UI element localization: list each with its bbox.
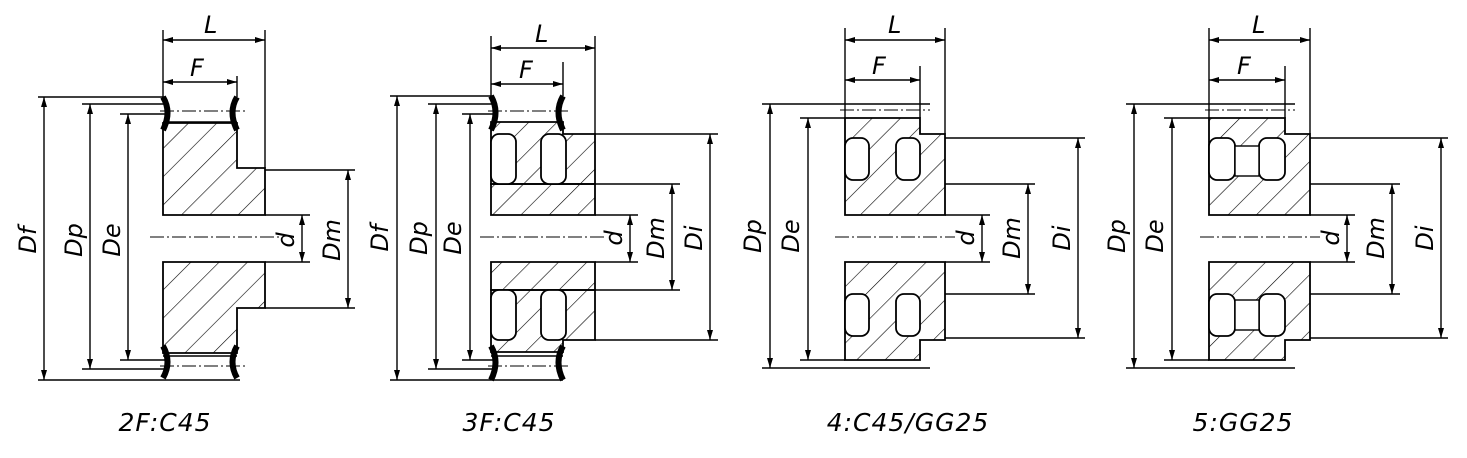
pulley-4: L F Dp De d Dm Di (739, 11, 1085, 369)
dim-De-2: De (439, 221, 467, 254)
dim-De-4: De (1141, 219, 1169, 252)
flange-bottom-right (229, 344, 240, 380)
dim-d-2: d (600, 230, 628, 246)
dim-De-3: De (777, 219, 805, 252)
dim-F: F (190, 54, 205, 82)
dim-Dp: Dp (60, 223, 88, 257)
caption-5: 5:GG25 (1193, 408, 1294, 437)
pulley-3f: L F Df Dp De d Dm Di (366, 20, 718, 382)
dim-F-2: F (519, 56, 534, 84)
dim-d-3: d (952, 230, 980, 246)
caption-2f: 2F:C45 (118, 408, 211, 437)
dim-d: d (272, 232, 300, 248)
flange-top-left (160, 95, 171, 132)
dim-Di-4: Di (1411, 225, 1439, 250)
dim-Dp-4: Dp (1103, 219, 1131, 253)
dim-Dm-3: Dm (998, 217, 1026, 259)
dim-d-4: d (1317, 230, 1345, 246)
caption-3f: 3F:C45 (462, 408, 555, 437)
dim-L: L (204, 11, 217, 39)
dim-Df-2: Df (366, 221, 394, 251)
dim-Dp-2: Dp (405, 221, 433, 255)
caption-4: 4:C45/GG25 (827, 408, 990, 437)
pulley-5: L F Dp De d Dm Di (1103, 11, 1448, 369)
dim-F-3: F (872, 52, 887, 80)
dim-Di-2: Di (680, 225, 708, 250)
dim-Dm-4: Dm (1362, 217, 1390, 259)
dim-Di-3: Di (1048, 225, 1076, 250)
dim-L-3: L (888, 11, 901, 39)
dim-L-4: L (1252, 11, 1265, 39)
flange-bottom-left (160, 344, 171, 380)
dim-Dm: Dm (318, 219, 346, 261)
flange-top-right (229, 95, 240, 132)
dim-F-4: F (1237, 52, 1252, 80)
dim-L-2: L (535, 20, 548, 48)
dim-Df: Df (14, 223, 42, 253)
pulley-2f: L F Df Dp De d Dm (14, 11, 355, 381)
pulley-2f-section (162, 122, 266, 354)
dim-Dp-3: Dp (739, 219, 767, 253)
dim-De: De (98, 223, 126, 256)
dim-Dm-2: Dm (642, 217, 670, 259)
